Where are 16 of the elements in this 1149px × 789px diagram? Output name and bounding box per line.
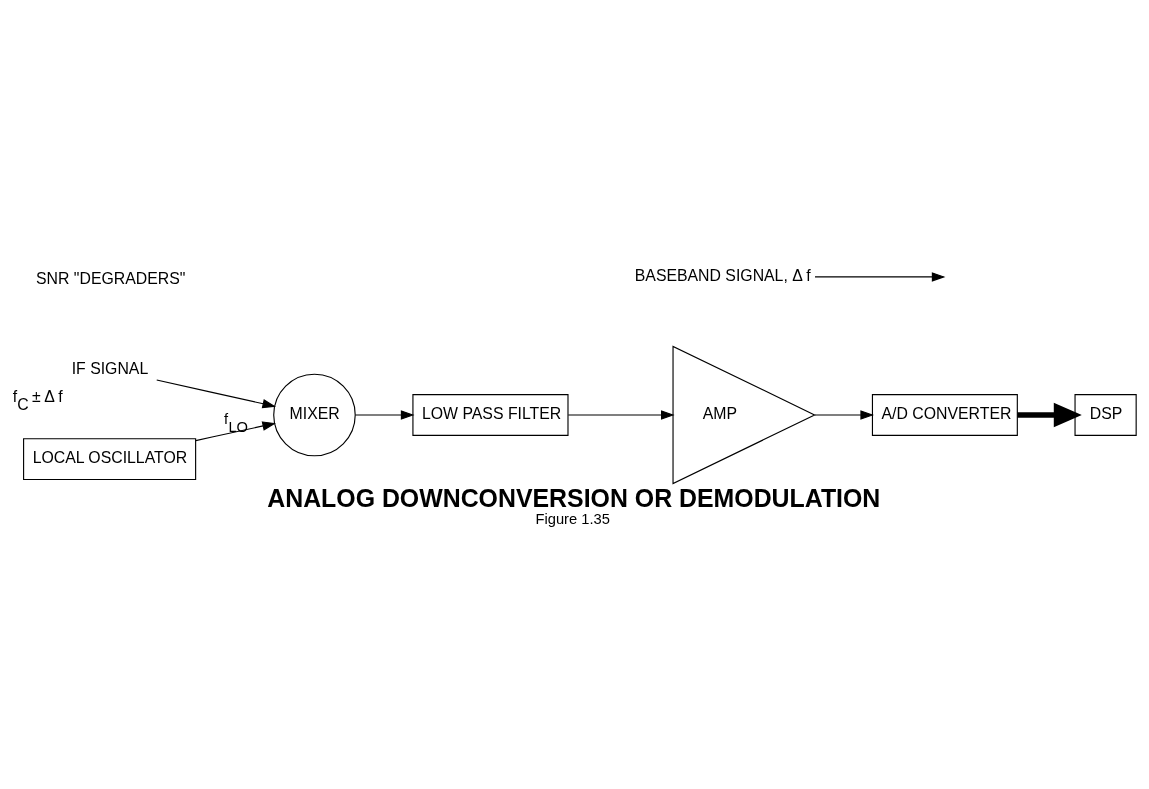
arrow [814,272,946,282]
node-box: A/D CONVERTER [871,394,1018,436]
node-circle: MIXER [273,373,356,457]
node-text: IF SIGNAL [71,359,149,377]
caption: Figure 1.35 [535,510,610,527]
node-box: LOW PASS FILTER [412,394,569,436]
arrow [354,410,415,420]
arrow [814,410,874,420]
arrow [156,379,277,409]
arrow [1017,402,1082,428]
diagram-title: ANALOG DOWNCONVERSION OR DEMODULATION [267,484,881,513]
label: SNR "DEGRADERS" [36,270,186,288]
node-box: LOCAL OSCILLATOR [23,438,197,481]
node-text: BASEBAND SIGNAL, Δ f [634,267,811,285]
node-box: DSP [1074,394,1137,436]
arrow [567,410,675,420]
